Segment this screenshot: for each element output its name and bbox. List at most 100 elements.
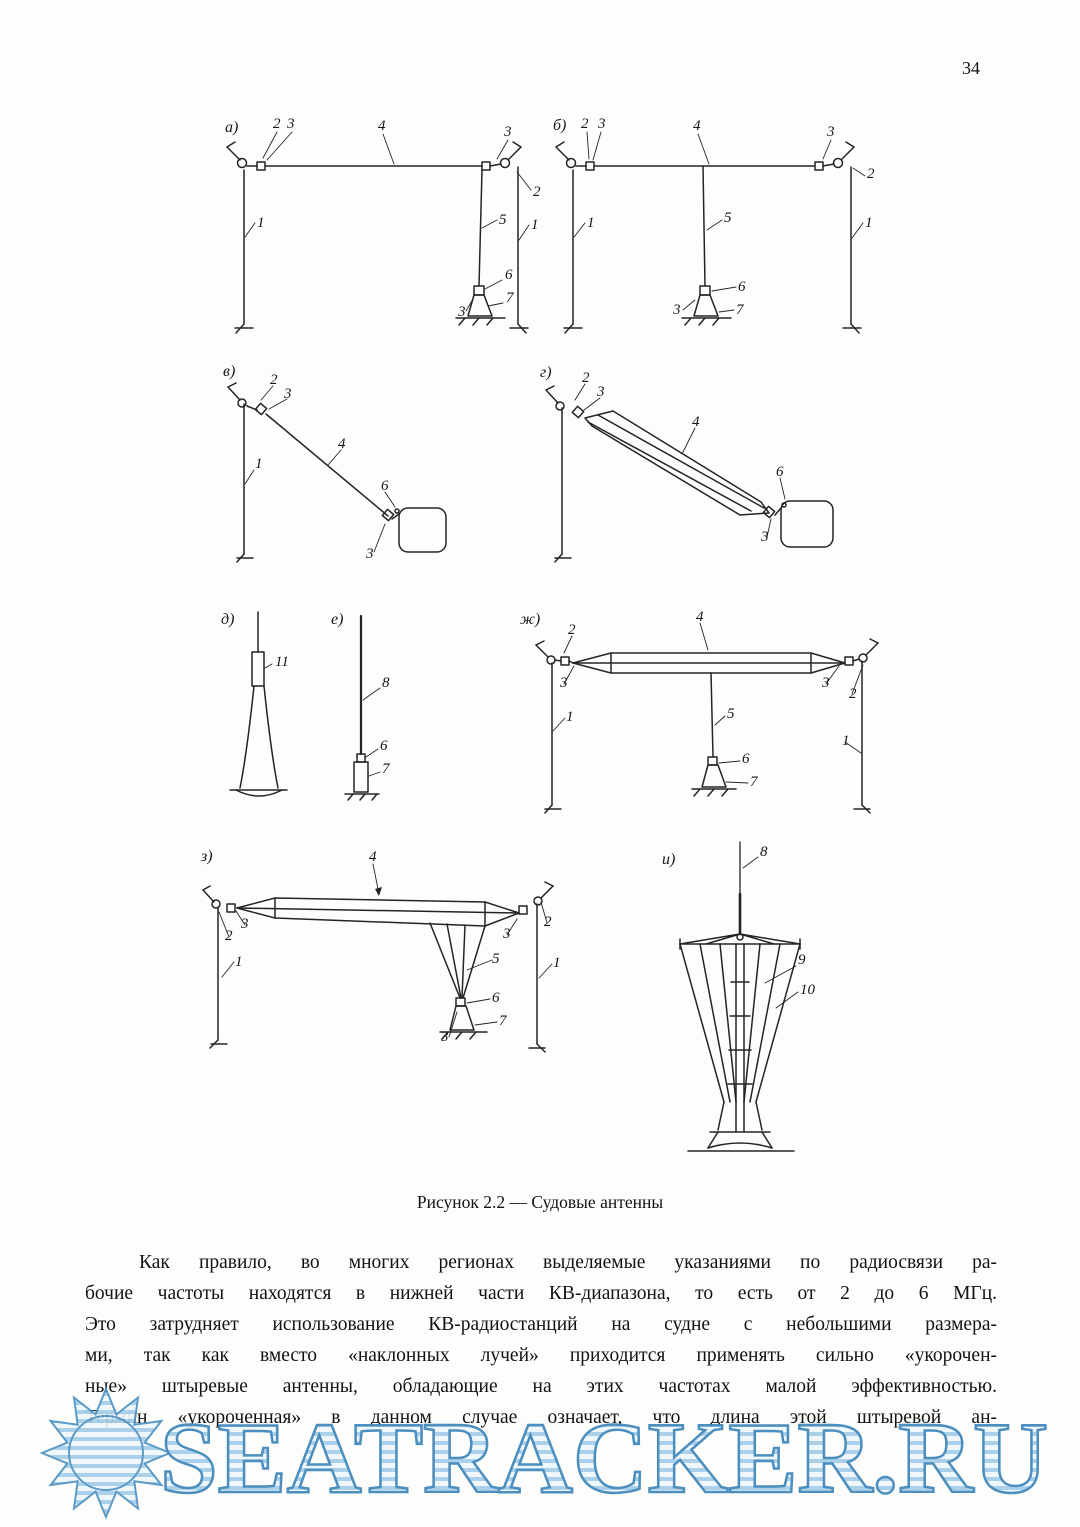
diagram-label: 5 [727,706,735,722]
subfigure-key: з) [200,848,213,865]
base-insulator [356,753,366,763]
subfigure-z: з) 4 3 2 1 3 2 5 1 6 7 3 [200,848,561,1053]
diagram-label: 1 [865,215,873,231]
watermark-text: SEATRACKER.RU [160,1402,1048,1515]
diagram-label: 1 [587,215,595,231]
leader-line [851,664,864,695]
leader-line [706,219,723,231]
pedestal [344,761,380,801]
paragraph-line: ные» штыревые антенны, обладающие на эти… [85,1376,997,1397]
diagram-label: 8 [382,675,390,691]
site-watermark: SEATRACKER.RU [39,1386,1049,1520]
downlead-wire [702,165,706,287]
deck-lead-in [691,756,737,797]
diagram-label: 2 [544,914,552,930]
figure-caption: Рисунок 2.2 — Судовые антенны [416,1192,664,1212]
diagram-label: 2 [849,686,857,702]
mast [236,403,254,563]
diagram-label: 2 [581,116,589,132]
diagram-label: 4 [378,118,386,134]
subfigure-key: г) [540,364,552,381]
leader-line [852,167,866,177]
leader-line [244,469,255,485]
leader-line [681,427,696,455]
diagram-label: 4 [338,436,346,452]
leader-line [262,131,278,159]
diagram-label: 4 [692,414,700,430]
right-mast [528,881,554,1053]
diagram-label: 5 [499,212,507,228]
deck-lead-in [439,997,488,1040]
diagram-label: 3 [760,529,769,545]
leader-line [496,139,509,160]
diagram-label: 3 [240,916,249,932]
leader-line [235,910,246,926]
diagram-label: 3 [440,1029,449,1045]
diagram-label: 3 [821,675,830,691]
leader-line [552,717,566,732]
deck-lead-in [455,285,506,326]
diagram-label: 6 [492,990,500,1006]
leader-line [851,222,864,239]
subfigure-key: д) [221,611,234,628]
paragraph-line: Как правило, во многих регионах выделяем… [139,1252,997,1273]
inclined-wire [265,413,389,517]
leader-line [382,133,395,165]
spreader-bar [679,933,801,950]
subfigure-key: а) [225,119,238,136]
diagram-label: 3 [286,116,295,132]
leader-line [373,523,386,553]
mast-top-fitting [545,385,585,419]
diagram-label: 3 [597,116,606,132]
subfigure-zh: ж) 2 4 3 3 2 1 1 5 6 7 [520,609,879,814]
subfigure-v: в) 2 3 4 1 6 3 [223,363,447,563]
paragraph-line: Термин «укороченная» в данном случае озн… [85,1407,997,1428]
subfigure-key: е) [331,611,343,628]
diagram-label: 4 [696,609,704,625]
diagram-label: 2 [273,116,281,132]
fan-downlead [429,922,486,999]
leader-line [718,309,735,313]
leader-line [538,963,553,979]
diagram-label: 3 [457,304,466,320]
diagram-label: 5 [492,951,500,967]
leader-line [574,383,586,401]
leader-line [266,131,293,161]
diagram-label: 2 [582,370,590,386]
subfigure-key: в) [223,363,235,380]
subfigure-d: д) 11 [221,611,289,797]
leader-line [725,781,749,784]
diagram-label: 3 [365,546,374,562]
right-mast [509,166,529,334]
diagram-label: 6 [380,738,388,754]
leader-line [327,449,342,466]
leader-line [466,959,493,971]
right-insulator [844,656,860,666]
subfigure-b: б) 2 3 4 3 2 5 1 1 6 7 3 [553,116,875,334]
leader-line [573,222,586,238]
leader-line [825,665,840,685]
diagram-label: 7 [382,761,391,777]
subfigure-key: ж) [520,611,540,628]
leader-line [264,663,273,669]
body-paragraph: Как правило, во многих регионах выделяем… [85,1247,997,1433]
diagram-label: 1 [255,456,263,472]
multi-wire-beam [584,410,770,516]
diagram-label: 1 [531,217,539,233]
diagram-label: 4 [693,118,701,134]
right-mast-top-fitting [814,141,855,171]
paragraph-line: ми, так как вместо «наклонных лучей» при… [85,1345,997,1366]
leader-line [699,622,709,651]
diagram-label: 3 [283,386,292,402]
cage-wires [679,943,801,1103]
diagram-label: 3 [503,124,512,140]
leader-line [592,131,602,161]
paragraph-line: Это затрудняет использование КВ-радиоста… [85,1314,997,1335]
leader-line [822,139,832,160]
central-column [727,943,753,1133]
leader-line [448,1011,458,1038]
page-number: 34 [962,58,980,78]
right-mast [853,638,879,814]
diagram-label: 2 [568,622,576,638]
